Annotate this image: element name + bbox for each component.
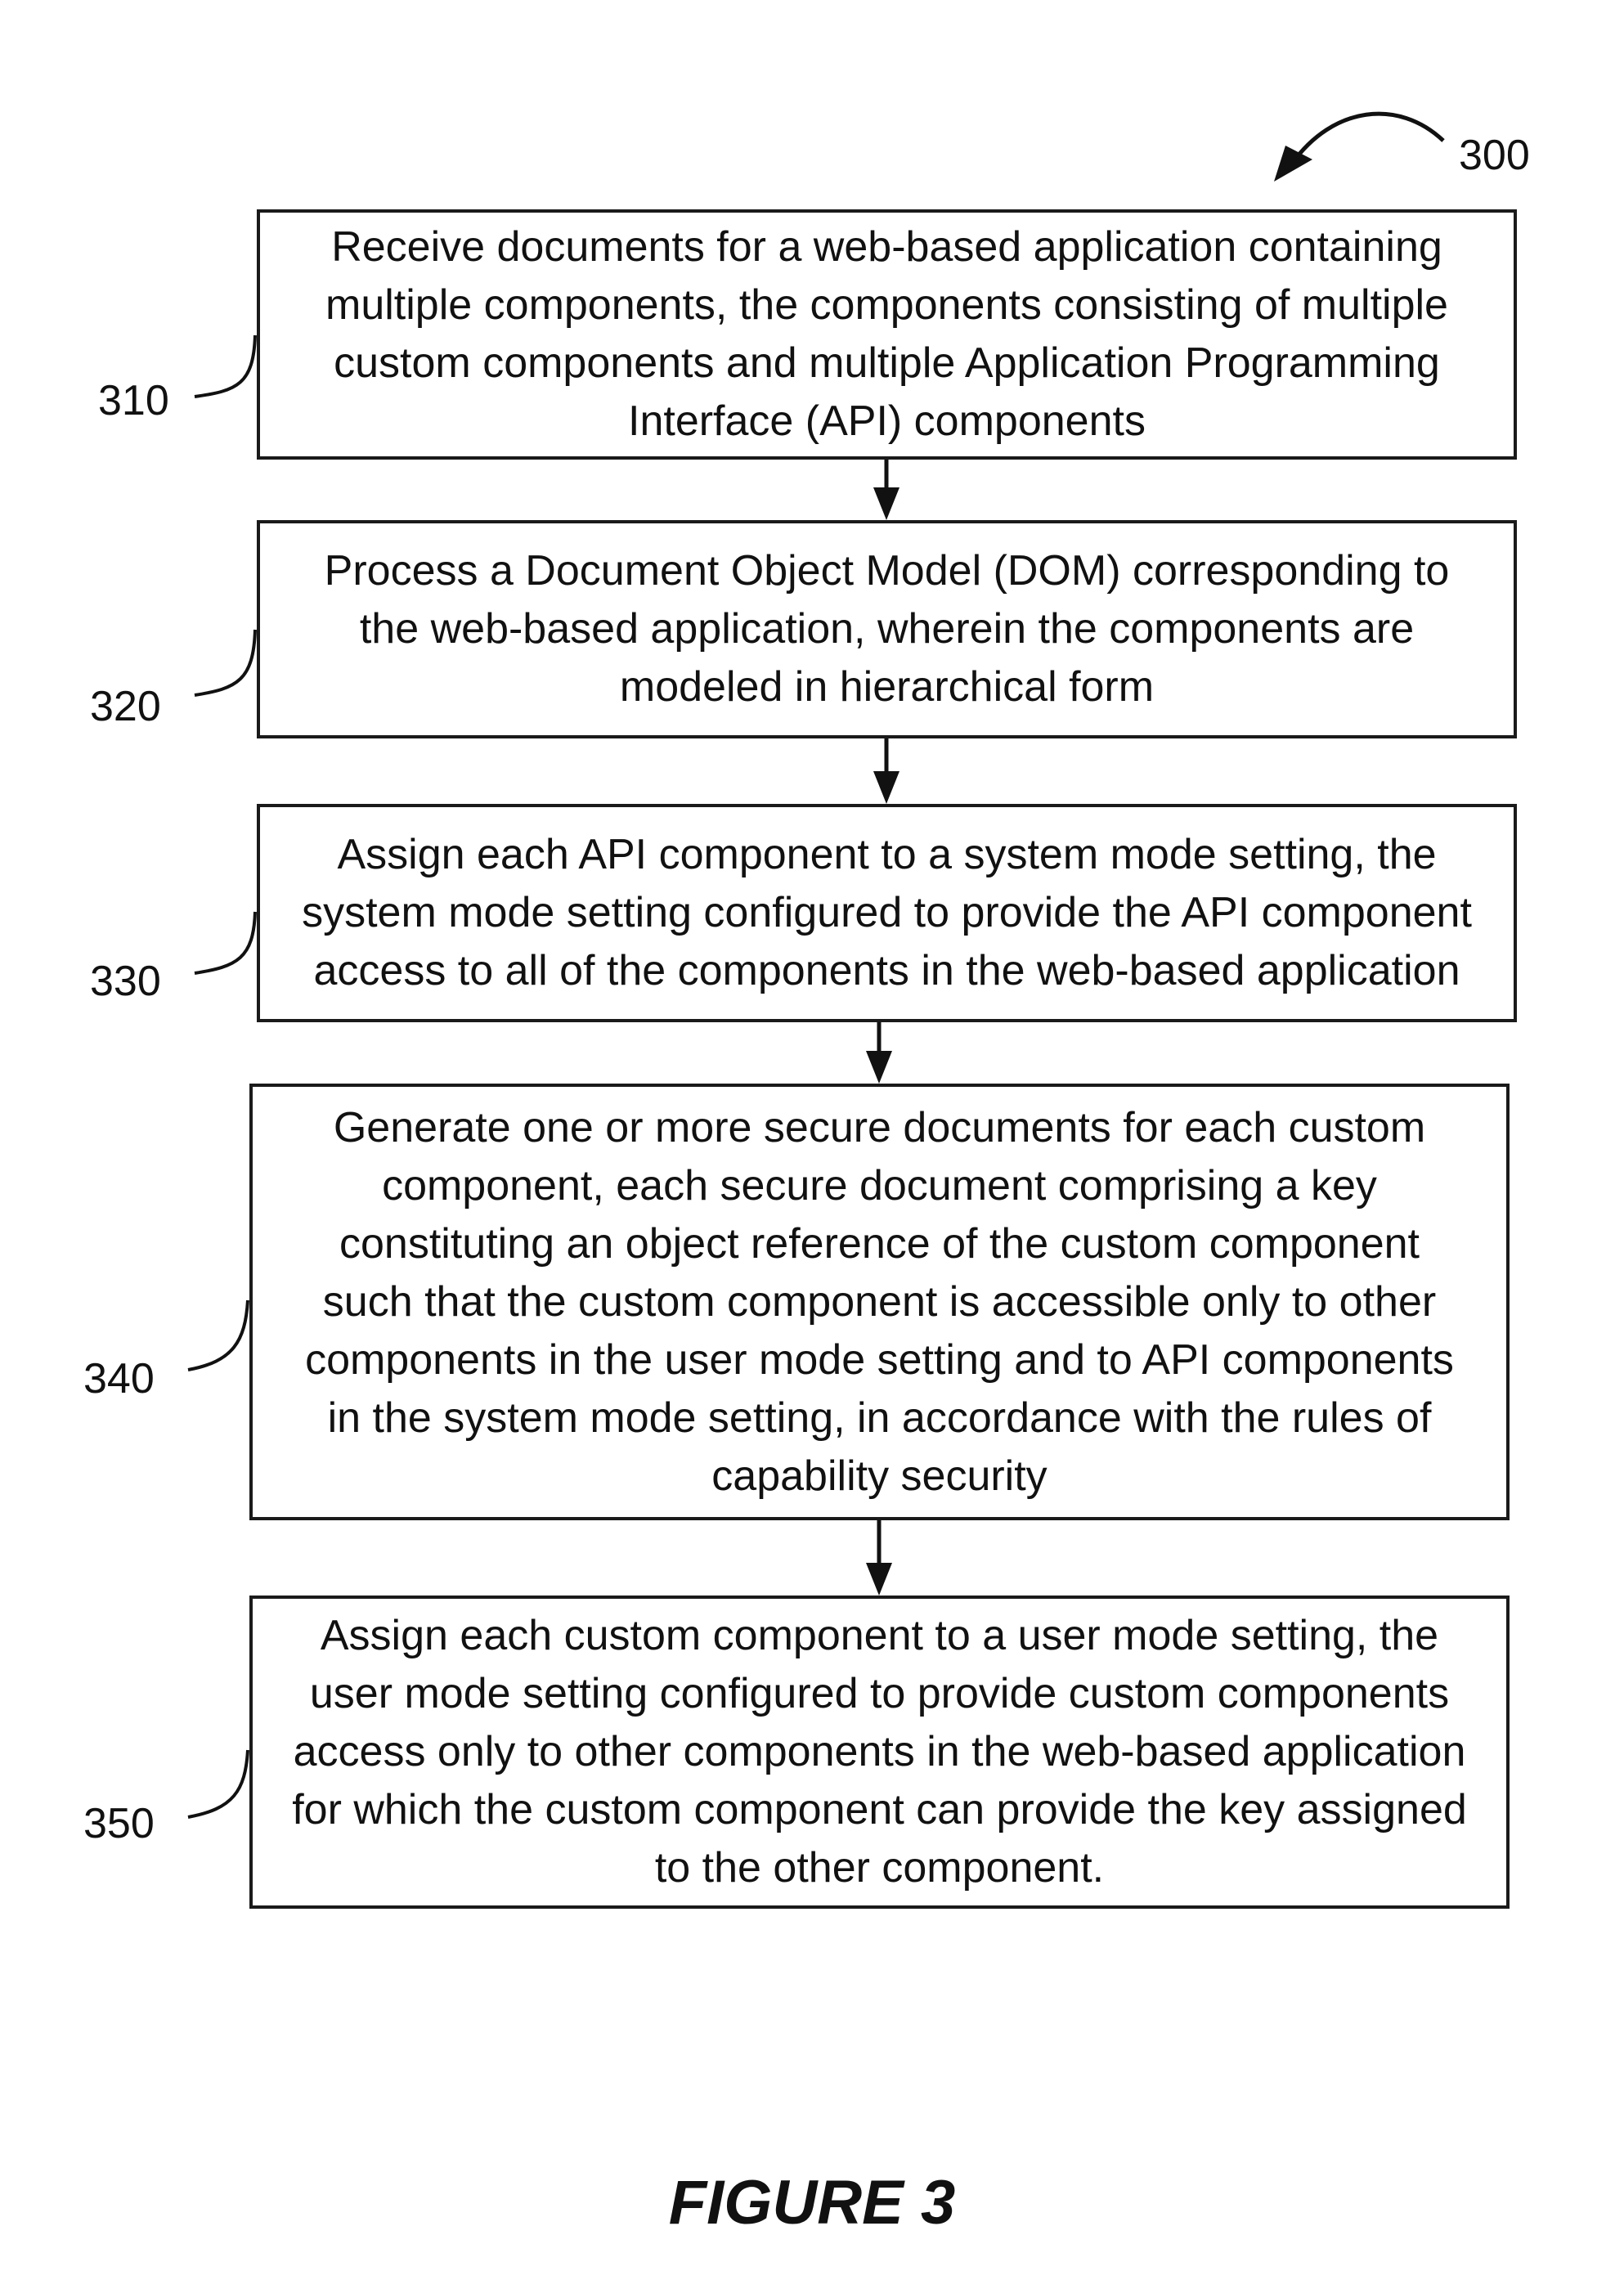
step-320-ref: 320 bbox=[90, 682, 161, 731]
figure-ref-arrowhead bbox=[1274, 146, 1312, 182]
arrowhead-340-350 bbox=[866, 1563, 892, 1596]
step-350-text: Assign each custom component to a user m… bbox=[292, 1607, 1467, 1897]
step-320-box: Process a Document Object Model (DOM) co… bbox=[257, 520, 1517, 738]
step-350-ref: 350 bbox=[83, 1799, 155, 1848]
step-340-ref: 340 bbox=[83, 1354, 155, 1403]
arrowhead-330-340 bbox=[866, 1051, 892, 1084]
step-320-text: Process a Document Object Model (DOM) co… bbox=[325, 542, 1450, 716]
step-340-box: Generate one or more secure documents fo… bbox=[249, 1084, 1510, 1520]
leader-320 bbox=[195, 630, 255, 695]
figure-caption: FIGURE 3 bbox=[0, 2167, 1624, 2238]
leader-350 bbox=[188, 1750, 248, 1817]
leader-310 bbox=[195, 335, 255, 397]
step-340-text: Generate one or more secure documents fo… bbox=[305, 1099, 1454, 1506]
step-330-box: Assign each API component to a system mo… bbox=[257, 804, 1517, 1022]
arrowhead-320-330 bbox=[873, 771, 899, 804]
leader-340 bbox=[188, 1300, 248, 1370]
figure-reference-number: 300 bbox=[1459, 131, 1530, 180]
leader-330 bbox=[195, 912, 255, 973]
step-310-ref: 310 bbox=[98, 376, 169, 425]
step-350-box: Assign each custom component to a user m… bbox=[249, 1596, 1510, 1909]
step-330-ref: 330 bbox=[90, 957, 161, 1006]
step-330-text: Assign each API component to a system mo… bbox=[302, 826, 1472, 1000]
arrowhead-310-320 bbox=[873, 487, 899, 520]
step-310-text: Receive documents for a web-based applic… bbox=[325, 218, 1448, 451]
figure-ref-arrow bbox=[1292, 114, 1443, 164]
step-310-box: Receive documents for a web-based applic… bbox=[257, 209, 1517, 460]
